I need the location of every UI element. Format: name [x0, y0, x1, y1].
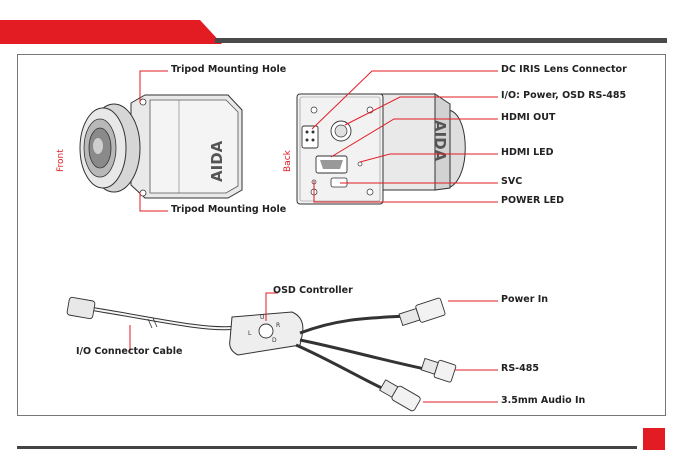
- power-in-label: Power In: [501, 294, 548, 305]
- osd-controller-label: OSD Controller: [273, 285, 353, 296]
- back-brand-text: AIDA: [431, 120, 449, 162]
- button-r: R: [276, 322, 280, 329]
- front-side-label: Front: [56, 149, 66, 172]
- callout-hdmi-led: HDMI LED: [501, 147, 554, 158]
- callout-svc: SVC: [501, 176, 522, 187]
- callout-dc-iris: DC IRIS Lens Connector: [501, 64, 627, 75]
- rs485-label: RS-485: [501, 363, 539, 374]
- back-side-label: Back: [283, 150, 293, 172]
- back-camera: AIDA: [297, 94, 465, 204]
- front-camera: AIDA: [80, 95, 242, 198]
- callout-hdmi-out: HDMI OUT: [501, 112, 555, 123]
- audio-in-label: 3.5mm Audio In: [501, 395, 585, 406]
- tripod-top-label: Tripod Mounting Hole: [171, 64, 286, 75]
- button-d: D: [272, 337, 277, 344]
- callout-power-led: POWER LED: [501, 195, 564, 206]
- io-connector-label: I/O Connector Cable: [76, 346, 182, 357]
- tripod-bottom-label: Tripod Mounting Hole: [171, 204, 286, 215]
- callout-io-power: I/O: Power, OSD RS-485: [501, 90, 626, 101]
- front-brand-text: AIDA: [208, 140, 226, 182]
- button-u: U: [260, 314, 264, 321]
